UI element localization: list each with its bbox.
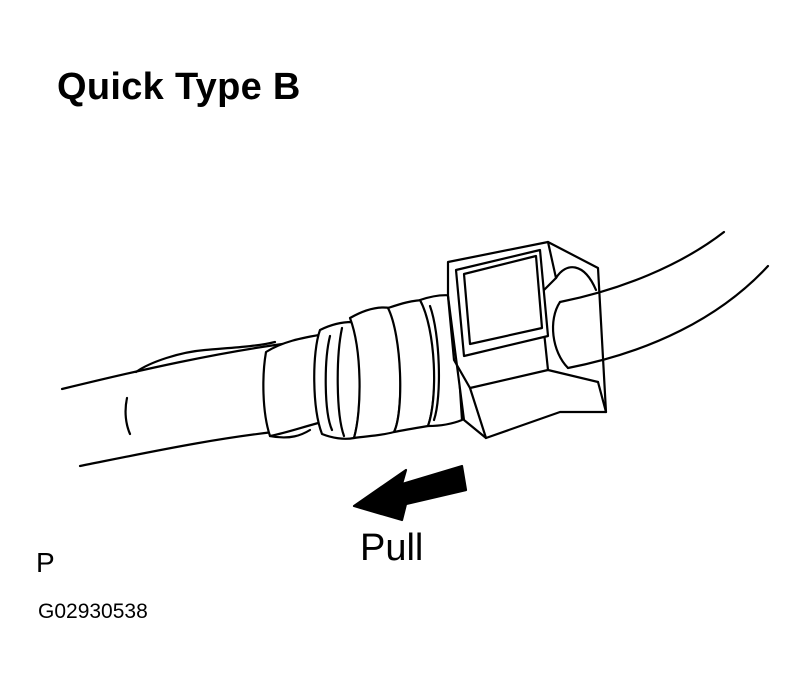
diagram-title: Quick Type B bbox=[57, 66, 301, 108]
ring-collars bbox=[313, 306, 402, 440]
pull-label: Pull bbox=[360, 527, 424, 569]
tube-nipple bbox=[262, 332, 332, 439]
right-hose bbox=[552, 230, 770, 370]
pull-arrow bbox=[352, 464, 468, 522]
corner-mark: P bbox=[36, 547, 55, 578]
retainer-clip bbox=[446, 240, 608, 440]
figure-code: G02930538 bbox=[38, 600, 148, 623]
left-hose bbox=[60, 340, 294, 468]
